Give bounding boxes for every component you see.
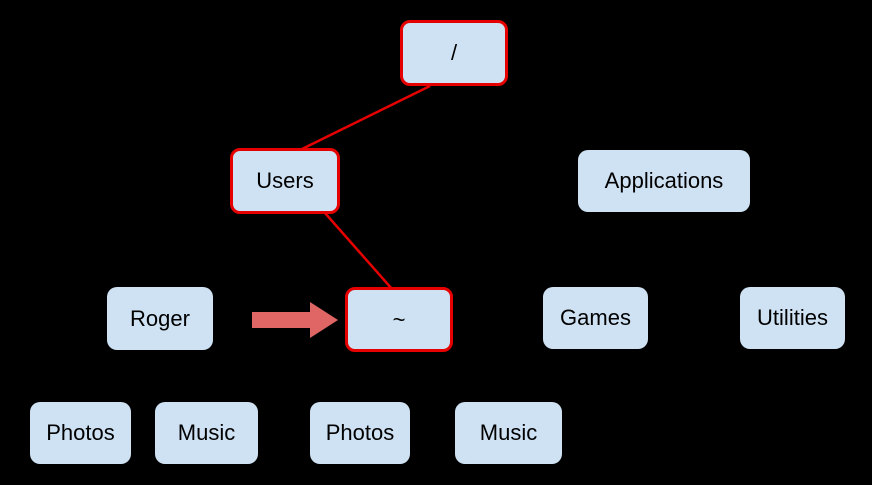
node-games: Games (543, 287, 648, 349)
node-home-tilde: ~ (345, 287, 453, 352)
node-photos-left: Photos (30, 402, 131, 464)
node-utilities: Utilities (740, 287, 845, 349)
node-photos-left-label: Photos (46, 420, 115, 445)
node-users-label: Users (256, 168, 314, 193)
arrow-right-icon (252, 302, 338, 338)
edge-users-home (324, 212, 393, 290)
node-applications: Applications (578, 150, 750, 212)
node-music-left: Music (155, 402, 258, 464)
node-music-left-label: Music (177, 420, 236, 445)
node-root-label: / (450, 40, 458, 65)
node-applications-label: Applications (604, 168, 724, 193)
node-users: Users (230, 148, 340, 214)
node-music-right: Music (455, 402, 562, 464)
node-home-tilde-label: ~ (392, 306, 406, 332)
node-root: / (400, 20, 508, 86)
node-photos-right: Photos (310, 402, 410, 464)
node-roger: Roger (107, 287, 213, 350)
node-music-right-label: Music (479, 420, 538, 445)
node-games-label: Games (560, 305, 631, 330)
node-photos-right-label: Photos (325, 420, 395, 445)
edge-root-users (299, 84, 431, 152)
node-roger-label: Roger (130, 305, 190, 331)
node-utilities-label: Utilities (757, 305, 828, 330)
